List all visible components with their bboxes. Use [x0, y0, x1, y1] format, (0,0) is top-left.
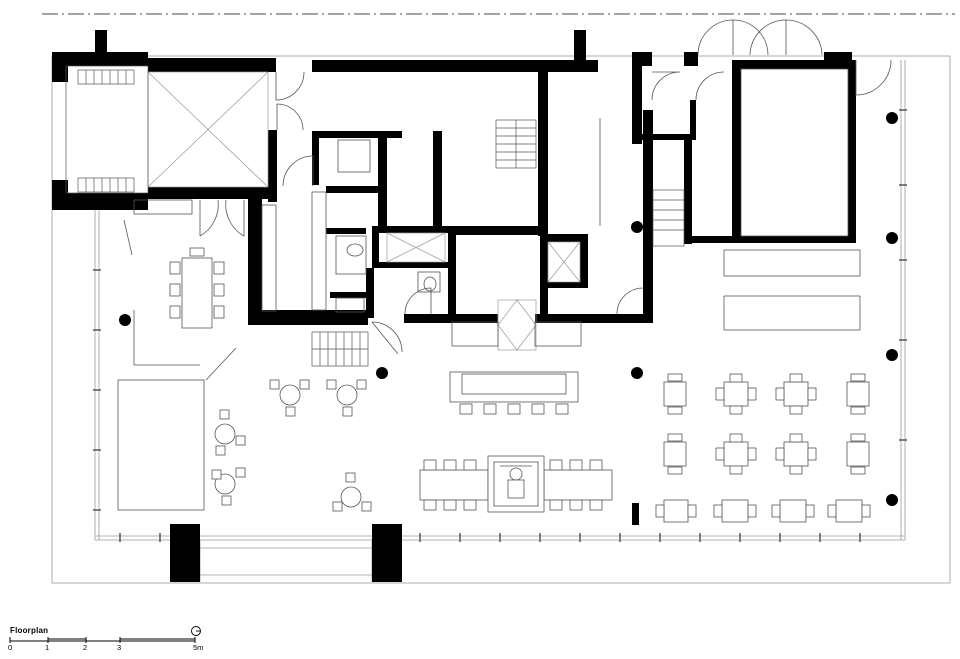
legend-title: Floorplan — [10, 626, 49, 635]
shaft-boxes — [147, 71, 581, 351]
doors — [199, 19, 892, 355]
built-in-furniture — [117, 68, 861, 511]
scale-label: 3 — [117, 643, 122, 652]
round-tables — [211, 379, 372, 512]
facade-mullions — [93, 109, 907, 542]
scale-label: 0 — [8, 643, 13, 652]
scale-label: 1 — [45, 643, 50, 652]
legend: Floorplan 0 1 2 3 5m — [8, 626, 210, 656]
scale-label: 5m — [193, 643, 204, 652]
meeting-table — [169, 247, 225, 329]
scale-labels: 0 1 2 3 5m — [8, 643, 210, 655]
cafe-tables — [655, 373, 871, 523]
scale-bar — [9, 637, 196, 643]
walls — [52, 30, 856, 582]
long-tables — [419, 455, 613, 513]
north-arrow-icon — [191, 626, 201, 636]
scale-label: 2 — [83, 643, 88, 652]
bar-stools — [459, 403, 569, 415]
stairs — [65, 65, 685, 367]
round-columns — [119, 112, 898, 506]
